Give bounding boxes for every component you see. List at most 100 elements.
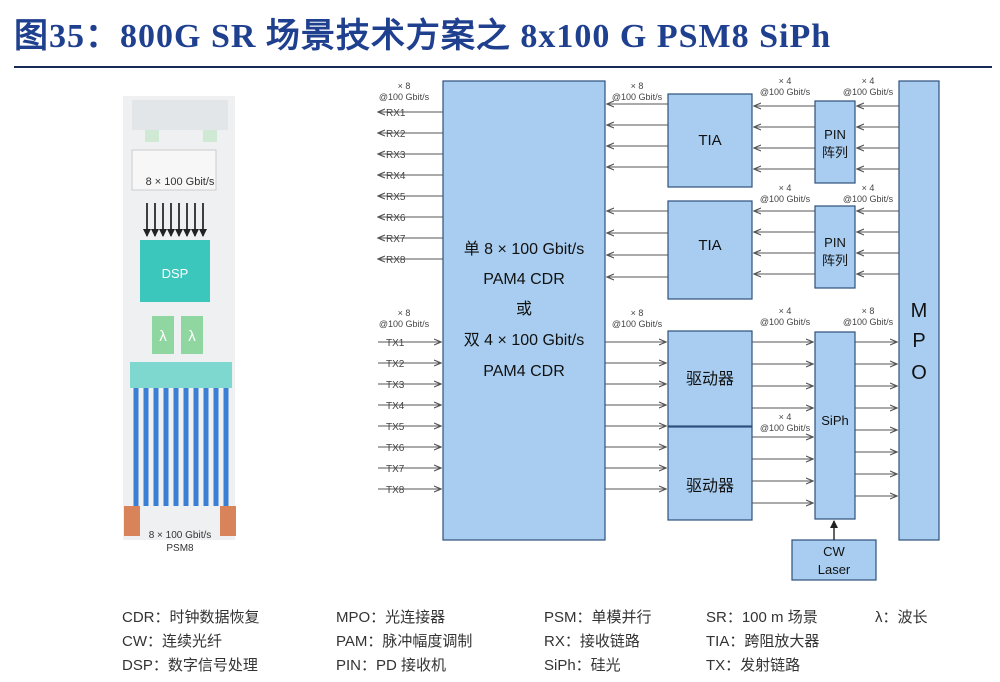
rate-annotations: × 8 @100 Gbit/s × 8 @100 Gbit/s × 4 @100… — [379, 76, 894, 433]
fiber-lines — [133, 388, 229, 506]
siph-label: SiPh — [821, 413, 848, 428]
mpo-letter-m: M — [911, 300, 928, 322]
tia-block-2 — [667, 200, 753, 300]
module-bottom-label-1: 8 × 100 Gbit/s — [149, 530, 212, 541]
rx-label: RX1 — [386, 108, 406, 119]
siph-block — [814, 331, 856, 520]
rx-label: RX8 — [386, 255, 406, 266]
legend-lambda: λ：波长 — [875, 609, 928, 626]
rx-in-rate: @100 Gbit/s — [379, 92, 430, 102]
pin-array-block-1 — [814, 100, 856, 184]
tx-label: TX4 — [386, 401, 405, 412]
cdr-line-4: 双 4 × 100 Gbit/s — [464, 332, 585, 349]
rx-label: RX3 — [386, 150, 406, 161]
siph-mpo-mult: × 8 — [862, 306, 875, 316]
tx-label: TX6 — [386, 443, 405, 454]
legend-rx: RX：接收链路 — [544, 633, 640, 650]
pin2-mpo-rate: @100 Gbit/s — [843, 194, 894, 204]
tx-label: TX8 — [386, 485, 405, 496]
legend-cw: CW：连续光纤 — [122, 633, 222, 650]
tx-label: TX7 — [386, 464, 405, 475]
driver-label-2: 驱动器 — [686, 477, 734, 495]
rx-label: RX4 — [386, 171, 406, 182]
driver-label-1: 驱动器 — [686, 370, 734, 388]
rx-label: RX5 — [386, 192, 406, 203]
module-top-label: 8 × 100 Gbit/s — [146, 176, 215, 188]
dsp-label: DSP — [162, 266, 189, 281]
page-title: 图35：800G SR 场景技术方案之 8x100 G PSM8 SiPh — [14, 18, 832, 55]
legend-cdr: CDR：时钟数据恢复 — [122, 609, 260, 626]
pin-label-1b: 阵列 — [822, 145, 848, 160]
lambda-block-1 — [152, 316, 174, 354]
tx-in-rate: @100 Gbit/s — [379, 319, 430, 329]
legend-siph: SiPh：硅光 — [544, 657, 621, 674]
tia-label-1: TIA — [698, 132, 721, 149]
mpo-letter-p: P — [912, 330, 925, 352]
legend-pin: PIN：PD 接收机 — [336, 657, 447, 674]
pin-label-2a: PIN — [824, 235, 846, 250]
tx-label: TX5 — [386, 422, 405, 433]
drv2-siph-mult: × 4 — [779, 412, 792, 422]
cdr-block — [442, 80, 606, 541]
drv2-siph-rate: @100 Gbit/s — [760, 423, 811, 433]
tia2-pin-mult: × 4 — [779, 183, 792, 193]
laser-label: Laser — [818, 562, 851, 577]
tia-label-2: TIA — [698, 237, 721, 254]
lambda-label-2: λ — [188, 328, 196, 345]
module-bottom-label-2: PSM8 — [166, 543, 194, 554]
drv1-siph-rate: @100 Gbit/s — [760, 317, 811, 327]
tx-labels: TX1 TX2 TX3 TX4 TX5 TX6 TX7 TX8 — [386, 338, 405, 496]
tx-in-mult: × 8 — [398, 308, 411, 318]
tia2-pin-rate: @100 Gbit/s — [760, 194, 811, 204]
cdr-block-text: 单 8 × 100 Gbit/s PAM4 CDR 或 双 4 × 100 Gb… — [464, 240, 585, 380]
optical-engine-bar — [130, 362, 232, 388]
tx-signal-lines — [378, 342, 897, 503]
siph-mpo-rate: @100 Gbit/s — [843, 317, 894, 327]
driver-block-2 — [667, 426, 753, 521]
cdr-line-1: 单 8 × 100 Gbit/s — [464, 240, 585, 258]
rx-in-mult: × 8 — [398, 81, 411, 91]
legend-sr: SR：100 m 场景 — [706, 609, 818, 626]
lambda-block-2 — [181, 316, 203, 354]
cdr-line-3: 或 — [516, 300, 532, 318]
legend-tx: TX：发射链路 — [706, 657, 801, 674]
tx-mid-rate: @100 Gbit/s — [612, 319, 663, 329]
module-latch-right — [203, 130, 217, 142]
legend-mpo: MPO：光连接器 — [336, 609, 446, 626]
tx-label: TX3 — [386, 380, 405, 391]
cdr-line-5: PAM4 CDR — [483, 363, 565, 380]
rx-mid-rate: @100 Gbit/s — [612, 92, 663, 102]
dsp-block — [140, 240, 210, 302]
mpo-block — [898, 80, 940, 541]
tia1-pin-mult: × 4 — [779, 76, 792, 86]
tia-block-1 — [667, 93, 753, 188]
pin-label-2b: 阵列 — [822, 253, 848, 268]
legend-dsp: DSP：数字信号处理 — [122, 657, 258, 674]
rx-label: RX6 — [386, 213, 406, 224]
module-latch-left — [145, 130, 159, 142]
tia1-pin-rate: @100 Gbit/s — [760, 87, 811, 97]
transceiver-module: 8 × 100 Gbit/s DSP λ λ 8 × 100 Gbit/s PS… — [123, 96, 236, 554]
rx-mid-mult: × 8 — [631, 81, 644, 91]
rx-label: RX2 — [386, 129, 406, 140]
rx-signal-lines — [378, 104, 899, 277]
rx-label: RX7 — [386, 234, 406, 245]
pin1-mpo-rate: @100 Gbit/s — [843, 87, 894, 97]
rx-labels: RX1 RX2 RX3 RX4 RX5 RX6 RX7 RX8 — [386, 108, 406, 266]
tx-label: TX1 — [386, 338, 405, 349]
tx-label: TX2 — [386, 359, 405, 370]
cw-label: CW — [823, 544, 845, 559]
module-input-arrows — [143, 203, 207, 237]
pin-array-block-2 — [814, 205, 856, 289]
title-divider — [14, 66, 992, 68]
tx-mid-mult: × 8 — [631, 308, 644, 318]
pin-label-1a: PIN — [824, 127, 846, 142]
mpo-letter-o: O — [911, 362, 927, 384]
module-top-cap — [132, 100, 228, 130]
pin1-mpo-mult: × 4 — [862, 76, 875, 86]
drv1-siph-mult: × 4 — [779, 306, 792, 316]
legend-psm: PSM：单模并行 — [544, 609, 652, 626]
module-label-area — [131, 149, 217, 191]
legend-tia: TIA：跨阻放大器 — [706, 633, 820, 650]
